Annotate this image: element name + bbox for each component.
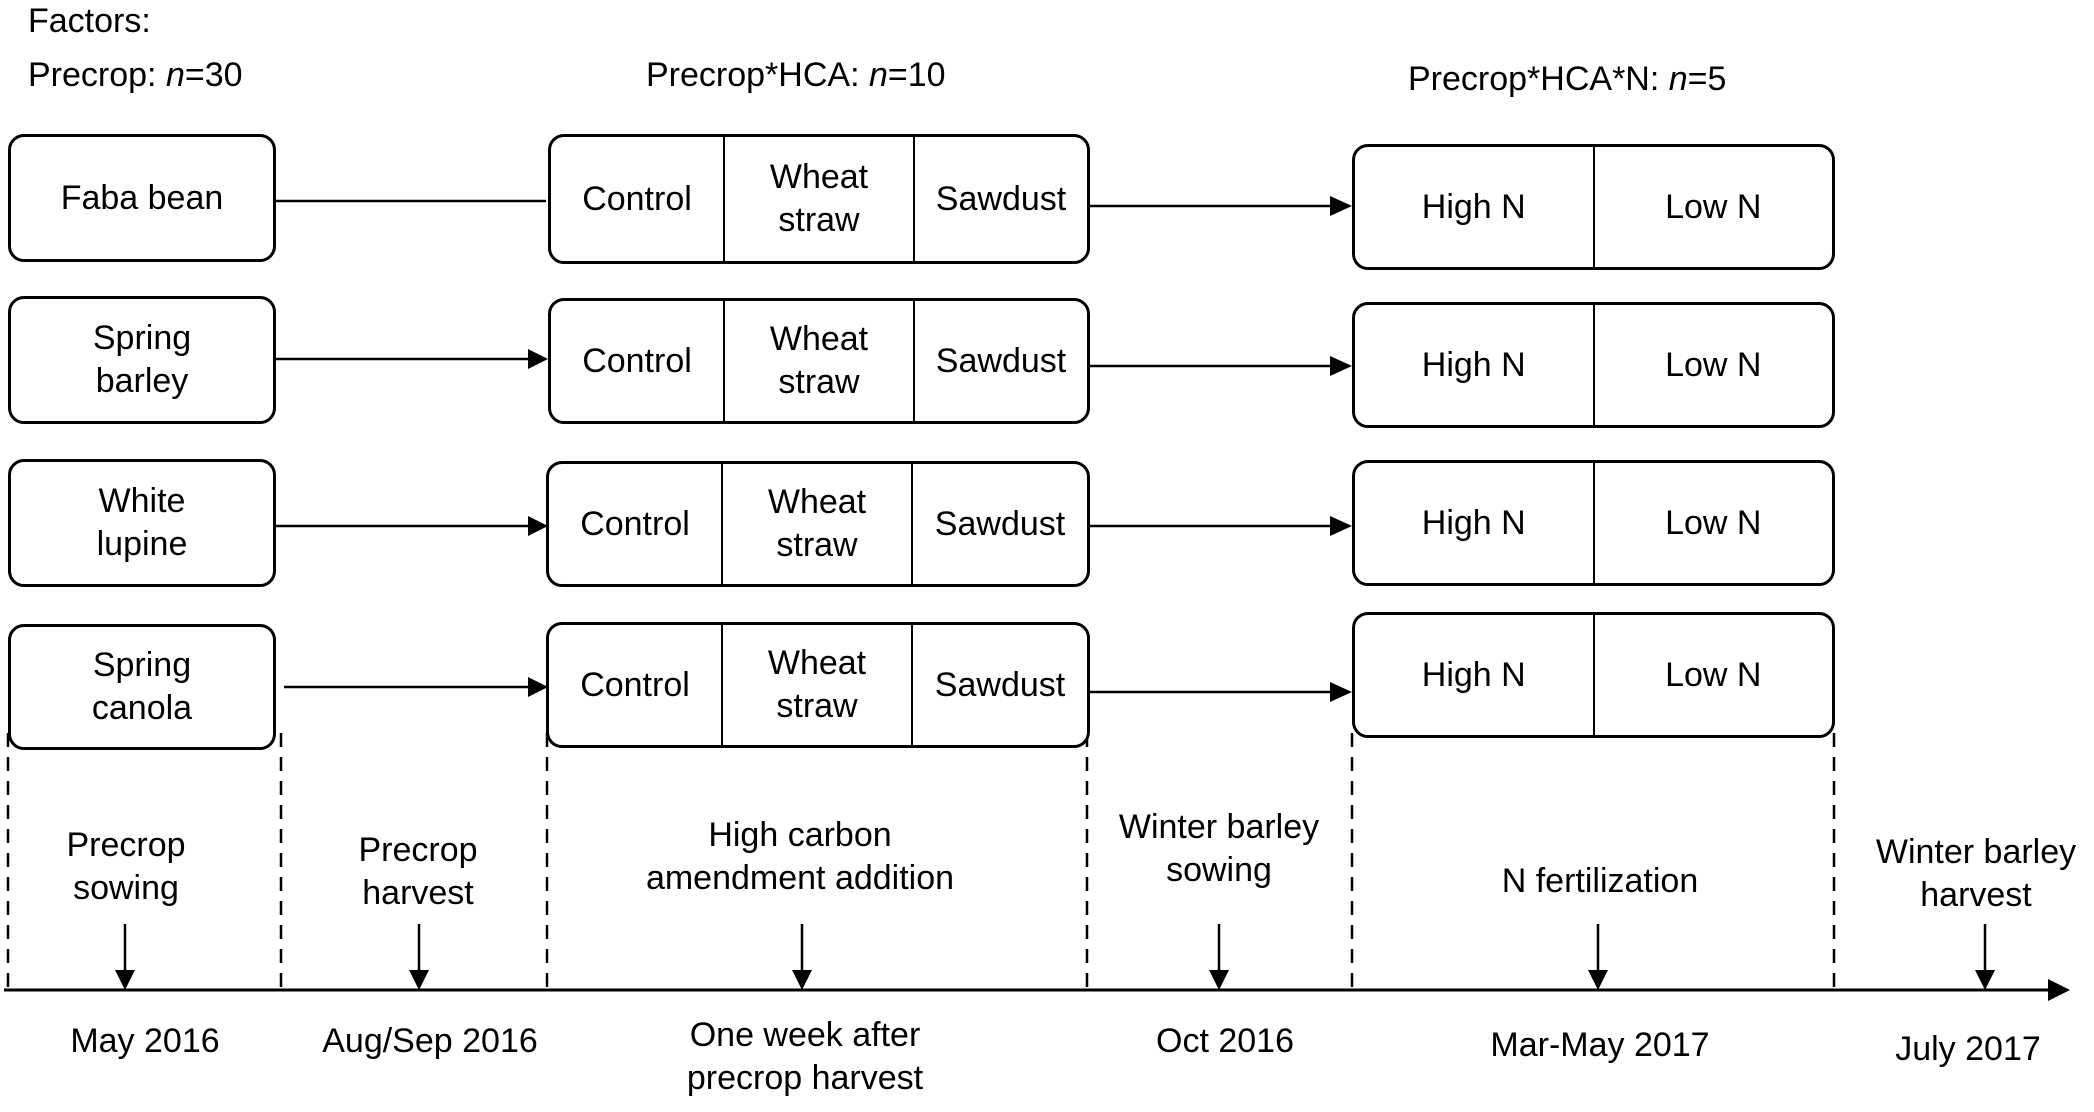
precrop-hca-n-n-value: =5: [1687, 60, 1727, 98]
hca-cell-sawdust: Sawdust: [911, 464, 1087, 584]
precrop-factor-name: Precrop:: [28, 56, 166, 94]
hca-cell-sawdust: Sawdust: [911, 625, 1087, 745]
date-label-may-2016: May 2016: [70, 1022, 220, 1060]
precrop-box-faba-bean: Faba bean: [8, 134, 276, 262]
hca-to-n-arrows: [1090, 196, 1352, 702]
n-cell-high: High N: [1421, 503, 1526, 542]
hca-cell-sawdust: Sawdust: [913, 137, 1087, 261]
hca-cell-sawdust: Sawdust: [913, 301, 1087, 421]
n-cell-high: High N: [1421, 655, 1526, 694]
hca-cell-control: Control: [582, 341, 692, 380]
stage-label-n-fertilization: N fertilization: [1501, 862, 1699, 900]
date-label-aug-sep-2016: Aug/Sep 2016: [322, 1022, 538, 1060]
date-label-july-2017: July 2017: [1895, 1030, 2041, 1068]
precrop-to-hca-arrows: [276, 191, 568, 697]
precrop-n-value: =30: [184, 56, 243, 94]
hca-cell-control: Control: [580, 665, 690, 704]
precrop-factor-label: Precrop: n=30: [28, 54, 243, 97]
n-cell-high: High N: [1421, 187, 1526, 226]
precrop-hca-factor-label: Precrop*HCA: n=10: [646, 54, 946, 97]
n-cell-low: Low N: [1592, 463, 1833, 583]
precrop-hca-n-value: =10: [887, 56, 946, 94]
n-box-row-4: High N Low N: [1352, 612, 1835, 738]
n-box-row-2: High N Low N: [1352, 302, 1835, 428]
n-cell-low: Low N: [1592, 305, 1833, 425]
date-label-oct-2016: Oct 2016: [1156, 1022, 1294, 1060]
n-box-row-1: High N Low N: [1352, 144, 1835, 270]
precrop-hca-factor-name: Precrop*HCA:: [646, 56, 869, 94]
n-cell-low: Low N: [1592, 615, 1833, 735]
phase-separators: [6, 733, 1836, 990]
precrop-hca-n-symbol: n: [868, 56, 888, 94]
precrop-hca-n-factor-label: Precrop*HCA*N: n=5: [1408, 58, 1726, 101]
precrop-label: Faba bean: [60, 178, 224, 217]
n-cell-high: High N: [1421, 345, 1526, 384]
timeline-axis: [4, 979, 2070, 1001]
date-label-mar-may-2017: Mar-May 2017: [1490, 1026, 1710, 1064]
n-cell-low: Low N: [1592, 147, 1833, 267]
factors-heading: Factors:: [28, 2, 151, 40]
precrop-hca-n-n-symbol: n: [1668, 60, 1688, 98]
n-box-row-3: High N Low N: [1352, 460, 1835, 586]
hca-cell-control: Control: [580, 504, 690, 543]
hca-cell-control: Control: [582, 179, 692, 218]
precrop-hca-n-factor-name: Precrop*HCA*N:: [1408, 60, 1669, 98]
precrop-n-symbol: n: [165, 56, 185, 94]
timeline-markers: [115, 924, 1995, 990]
